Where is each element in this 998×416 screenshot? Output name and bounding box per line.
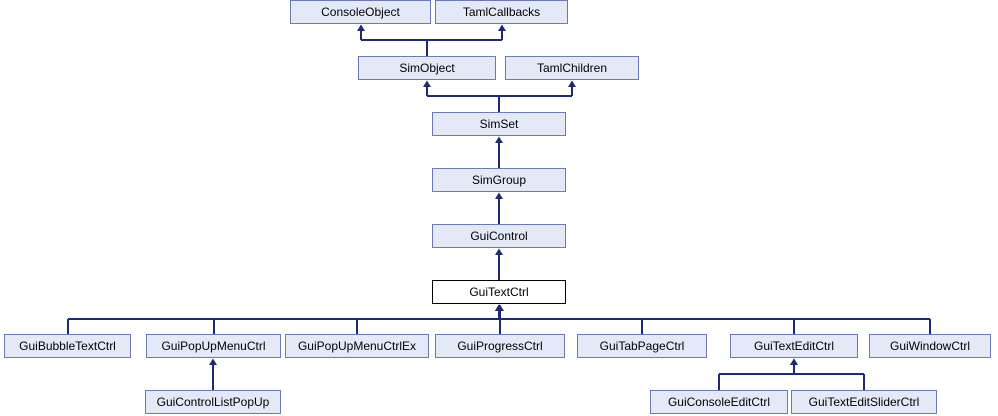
class-node-label: GuiConsoleEditCtrl: [667, 395, 771, 409]
class-node-label: GuiTextCtrl: [469, 285, 529, 299]
class-node-simgroup[interactable]: SimGroup: [432, 168, 566, 192]
class-node-label: TamlChildren: [536, 61, 608, 75]
class-node-simobject[interactable]: SimObject: [358, 56, 496, 80]
class-node-label: GuiPopUpMenuCtrl: [161, 339, 266, 353]
class-node-label: GuiControlListPopUp: [156, 395, 270, 409]
class-node-guitexteditctrl[interactable]: GuiTextEditCtrl: [730, 334, 858, 358]
class-node-label: GuiWindowCtrl: [889, 339, 970, 353]
class-node-label: SimObject: [399, 61, 455, 75]
class-node-label: GuiTextEditCtrl: [753, 339, 835, 353]
class-node-guicontrollistpopup[interactable]: GuiControlListPopUp: [145, 390, 281, 414]
class-node-guitexteditsliderctrl[interactable]: GuiTextEditSliderCtrl: [791, 390, 937, 414]
class-node-label: SimSet: [479, 117, 519, 131]
class-node-label: GuiTextEditSliderCtrl: [808, 395, 920, 409]
class-node-label: GuiPopUpMenuCtrlEx: [297, 339, 417, 353]
class-node-guipopupmenuctrl[interactable]: GuiPopUpMenuCtrl: [146, 334, 281, 358]
class-node-label: GuiControl: [470, 229, 528, 243]
class-node-guiwindowctrl[interactable]: GuiWindowCtrl: [869, 334, 991, 358]
class-node-guibubbletextctrl[interactable]: GuiBubbleTextCtrl: [4, 334, 131, 358]
class-node-tamlcallbacks[interactable]: TamlCallbacks: [435, 0, 568, 24]
class-node-guiconsoleeditctrl[interactable]: GuiConsoleEditCtrl: [650, 390, 788, 414]
class-node-label: GuiTabPageCtrl: [599, 339, 685, 353]
class-node-guipopupmenuctrlex[interactable]: GuiPopUpMenuCtrlEx: [285, 334, 429, 358]
class-node-consoleobject[interactable]: ConsoleObject: [290, 0, 431, 24]
class-node-simset[interactable]: SimSet: [432, 112, 566, 136]
class-node-guitabpagectrl[interactable]: GuiTabPageCtrl: [577, 334, 707, 358]
class-node-guiprogressctrl[interactable]: GuiProgressCtrl: [435, 334, 565, 358]
class-node-label: ConsoleObject: [321, 5, 400, 19]
class-node-tamlchildren[interactable]: TamlChildren: [505, 56, 639, 80]
class-node-label: TamlCallbacks: [462, 5, 541, 19]
class-node-guicontrol[interactable]: GuiControl: [432, 224, 566, 248]
class-node-label: GuiBubbleTextCtrl: [19, 339, 116, 353]
class-node-guitextctrl[interactable]: GuiTextCtrl: [432, 280, 566, 304]
class-node-label: GuiProgressCtrl: [457, 339, 543, 353]
class-node-label: SimGroup: [471, 173, 527, 187]
